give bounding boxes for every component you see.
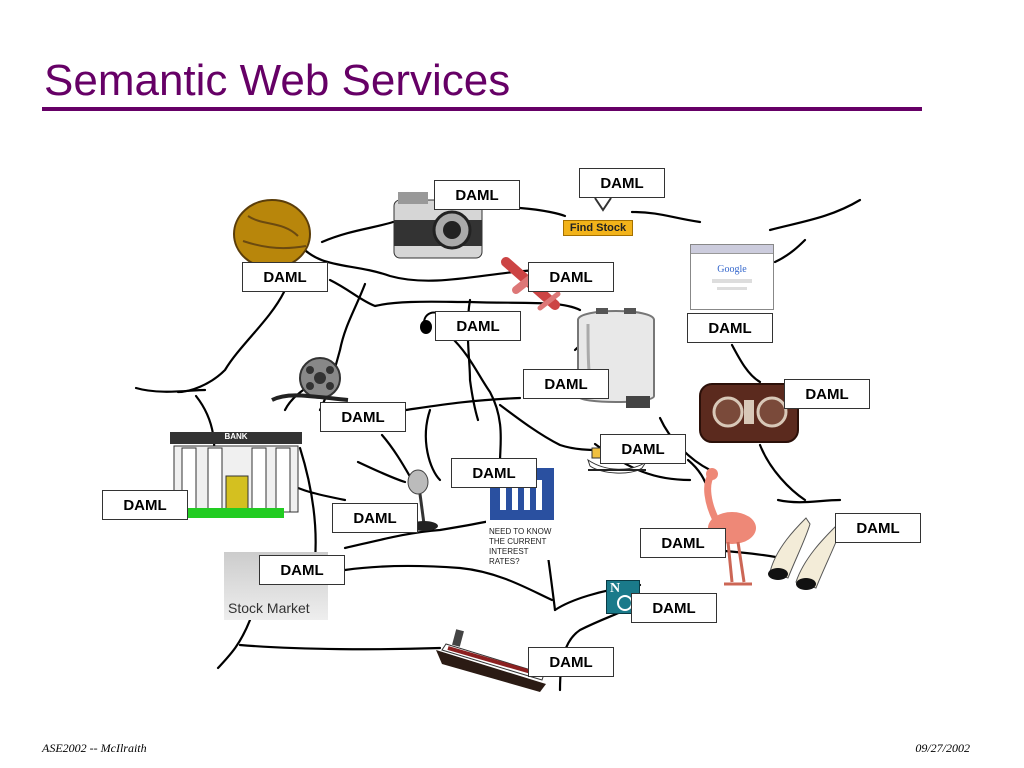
radio-icon xyxy=(699,383,799,443)
daml-label: DAML xyxy=(320,402,406,432)
daml-label: DAML xyxy=(523,369,609,399)
network-line xyxy=(776,498,842,504)
network-line xyxy=(773,238,807,264)
find-stock-label: Find Stock xyxy=(563,220,633,236)
shoes-icon xyxy=(768,517,841,590)
daml-label: DAML xyxy=(835,513,921,543)
footer-author: ASE2002 -- McIlraith xyxy=(42,741,147,755)
network-line xyxy=(356,460,407,484)
daml-label: DAML xyxy=(784,379,870,409)
network-line xyxy=(343,564,554,602)
daml-label: DAML xyxy=(579,168,665,198)
title-underline xyxy=(42,107,922,111)
network-line xyxy=(216,618,252,670)
network-line xyxy=(768,198,862,232)
network-line xyxy=(404,396,522,412)
find-stock-icon: Find Stock xyxy=(563,196,633,238)
navigator-letter: N xyxy=(610,581,621,596)
network-line xyxy=(730,343,762,384)
flamingo-icon xyxy=(704,468,756,586)
daml-label: DAML xyxy=(631,593,717,623)
daml-label: DAML xyxy=(434,180,520,210)
network-line xyxy=(320,220,395,244)
google-logo: Google xyxy=(717,264,747,275)
network-line xyxy=(518,206,567,218)
bank-icon: BANK xyxy=(168,432,304,522)
bank-sign: BANK xyxy=(224,432,248,441)
daml-label: DAML xyxy=(687,313,773,343)
daml-label: DAML xyxy=(600,434,686,464)
google-browser-icon: Google xyxy=(690,244,774,310)
daml-label: DAML xyxy=(528,262,614,292)
network-line xyxy=(298,446,317,562)
network-line xyxy=(238,643,442,651)
daml-label: DAML xyxy=(259,555,345,585)
network-line xyxy=(448,334,502,464)
daml-label: DAML xyxy=(332,503,418,533)
daml-label: DAML xyxy=(242,262,328,292)
camera-icon xyxy=(393,192,483,259)
film-reel-icon xyxy=(271,357,349,402)
network-line xyxy=(758,443,807,502)
slide-title: Semantic Web Services xyxy=(44,56,511,105)
daml-label: DAML xyxy=(102,490,188,520)
daml-label: DAML xyxy=(640,528,726,558)
daml-label: DAML xyxy=(451,458,537,488)
boat-toy-icon xyxy=(587,447,647,474)
stock-market-label: Stock Market xyxy=(228,600,310,616)
daml-label: DAML xyxy=(528,647,614,677)
network-line xyxy=(424,408,442,482)
network-line xyxy=(630,210,702,224)
interest-rates-note: NEED TO KNOW THE CURRENT INTEREST RATES? xyxy=(489,527,552,566)
network-line xyxy=(498,403,602,452)
network-line xyxy=(296,241,557,282)
daml-label: DAML xyxy=(435,311,521,341)
footer-date: 09/27/2002 xyxy=(915,741,970,755)
network-line xyxy=(134,386,207,393)
